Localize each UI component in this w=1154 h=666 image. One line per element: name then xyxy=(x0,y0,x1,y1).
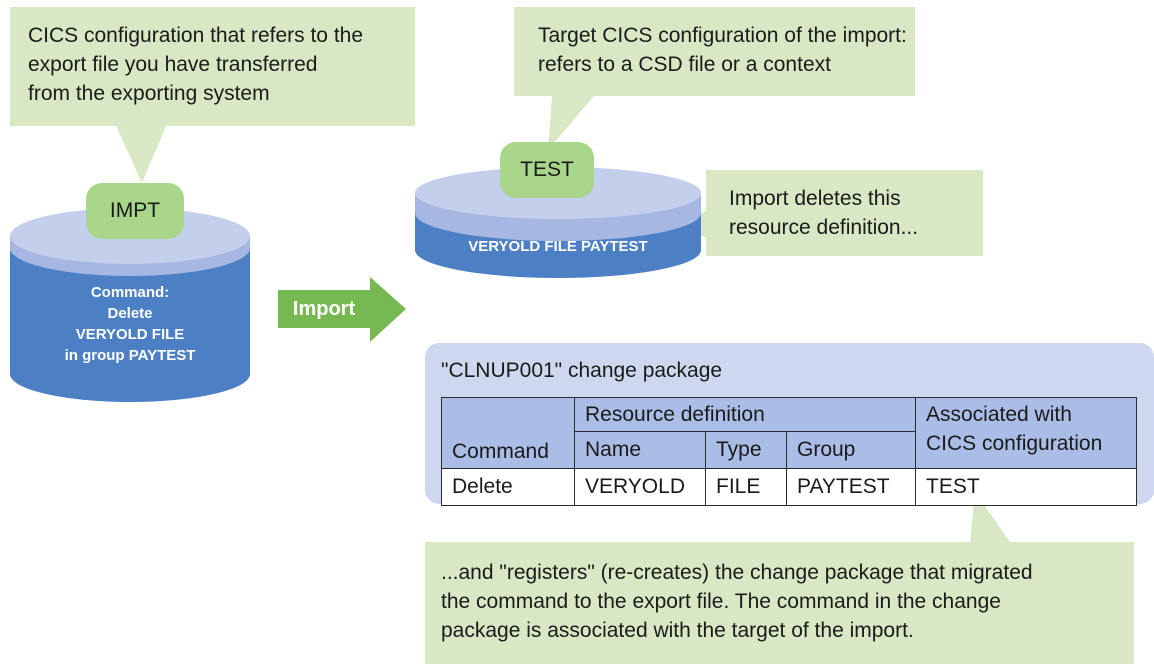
change-package-table: Command Resource definition Associated w… xyxy=(441,397,1137,506)
header-associated-line: CICS configuration xyxy=(926,432,1103,455)
callout-line: refers to a CSD file or a context xyxy=(538,53,831,76)
callout-line: Import deletes this xyxy=(729,187,901,210)
callout-line: package is associated with the target of… xyxy=(441,619,914,642)
header-associated-line: Associated with xyxy=(926,403,1072,426)
callout-line: CICS configuration that refers to the xyxy=(28,24,364,47)
callout-line: from the exporting system xyxy=(28,82,270,105)
callout-line: resource definition... xyxy=(729,216,919,239)
callout-line: ...and "registers" (re-creates) the chan… xyxy=(441,561,1033,584)
impt-drum xyxy=(10,208,250,402)
command-line: Delete xyxy=(107,305,153,322)
callout-line: Target CICS configuration of the import: xyxy=(538,24,907,47)
source-callout-pointer xyxy=(116,126,166,183)
cell-command: Delete xyxy=(441,468,575,506)
impt-command-text: Command: Delete VERYOLD FILE in group PA… xyxy=(10,282,250,366)
header-resource-definition: Resource definition xyxy=(574,397,916,432)
table-header-row: Command Resource definition Associated w… xyxy=(441,397,1137,469)
command-line: Command: xyxy=(90,284,170,301)
cell-group: PAYTEST xyxy=(786,468,916,506)
impt-config-label: IMPT xyxy=(86,183,184,239)
import-arrow-label: Import xyxy=(292,297,356,320)
register-note-callout: ...and "registers" (re-creates) the chan… xyxy=(425,542,1134,664)
header-command: Command xyxy=(441,397,575,469)
target-callout-pointer xyxy=(548,96,594,150)
cell-type: FILE xyxy=(705,468,787,506)
command-line: in group PAYTEST xyxy=(64,347,196,364)
table-row: Delete VERYOLD FILE PAYTEST TEST xyxy=(441,468,1137,506)
header-name: Name xyxy=(574,431,706,469)
cell-associated: TEST xyxy=(915,468,1137,506)
callout-line: export file you have transferred xyxy=(28,53,318,76)
target-config-callout: Target CICS configuration of the import:… xyxy=(514,7,915,96)
test-resource-label: VERYOLD FILE PAYTEST xyxy=(468,238,648,255)
import-arrow xyxy=(278,277,406,342)
header-associated: Associated with CICS configuration xyxy=(915,397,1137,469)
source-config-callout: CICS configuration that refers to the ex… xyxy=(10,7,415,126)
callout-line: the command to the export file. The comm… xyxy=(441,590,1001,613)
header-type: Type xyxy=(705,431,787,469)
change-package-title: "CLNUP001" change package xyxy=(441,359,723,382)
command-line: VERYOLD FILE xyxy=(75,326,185,343)
table-subheader-row: Name Type Group xyxy=(442,431,1137,469)
test-config-label: TEST xyxy=(500,142,594,198)
cell-name: VERYOLD xyxy=(574,468,706,506)
delete-note-callout: Import deletes this resource definition.… xyxy=(706,170,983,256)
header-group: Group xyxy=(786,431,916,469)
